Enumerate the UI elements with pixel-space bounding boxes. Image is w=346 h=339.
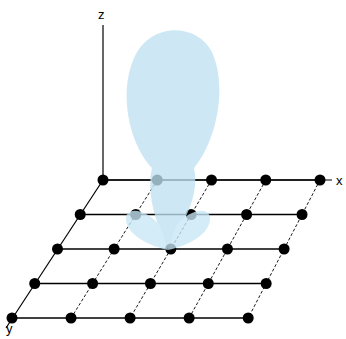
side-lobe <box>126 211 168 250</box>
array-element <box>184 313 195 324</box>
y-axis <box>6 180 103 328</box>
array-element <box>279 244 290 255</box>
axis-label: x <box>336 174 343 187</box>
array-element <box>243 313 254 324</box>
array-element <box>261 278 272 289</box>
array-element <box>297 209 308 220</box>
z-axis <box>102 25 103 180</box>
axis-label: y <box>6 322 13 335</box>
grid-line <box>189 180 266 318</box>
array-element <box>125 313 136 324</box>
axis-label: z <box>98 8 105 21</box>
radiation-lobe <box>126 30 219 250</box>
array-element <box>241 209 252 220</box>
array-element <box>203 278 214 289</box>
grid-line <box>71 180 157 318</box>
array-element <box>109 244 120 255</box>
array-element <box>66 313 77 324</box>
grid-line <box>248 180 320 318</box>
side-lobe <box>168 211 210 250</box>
main-lobe <box>127 30 220 250</box>
x-axis <box>103 179 332 180</box>
array-element <box>87 278 98 289</box>
array-element <box>145 278 156 289</box>
array-element <box>222 244 233 255</box>
